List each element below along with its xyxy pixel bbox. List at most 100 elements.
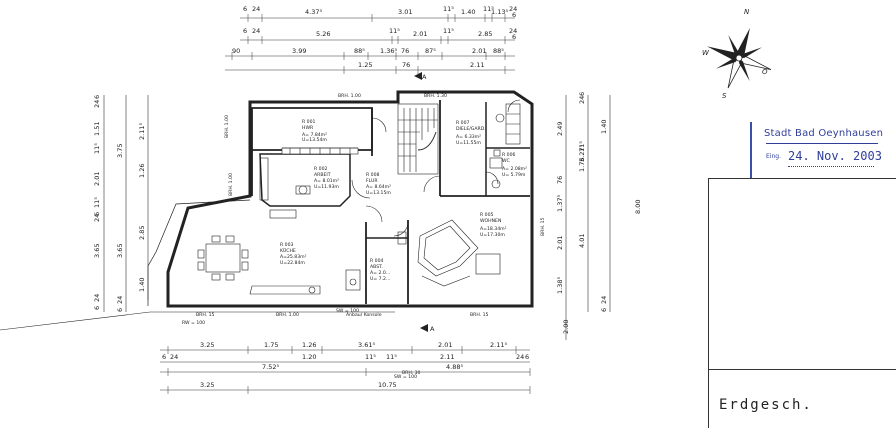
svg-text:A: A bbox=[422, 73, 427, 81]
svg-text:2.11⁵: 2.11⁵ bbox=[490, 341, 507, 349]
dim-label: 3.99 bbox=[292, 47, 306, 55]
svg-text:4.01: 4.01 bbox=[578, 234, 586, 248]
floor-label: Erdgesch. bbox=[719, 397, 813, 413]
furniture bbox=[197, 103, 521, 295]
svg-text:1.26: 1.26 bbox=[302, 341, 316, 349]
compass-label-w: W bbox=[702, 49, 710, 57]
svg-text:SW = 100: SW = 100 bbox=[394, 374, 417, 380]
svg-text:1.38⁵: 1.38⁵ bbox=[556, 277, 564, 294]
bottom-dimension-labels: 3.25 1.75 1.26 3.61⁵ 2.01 2.11⁵ 6 24 1.2… bbox=[162, 341, 529, 389]
stamp-eing-label: Eing. bbox=[766, 153, 781, 160]
dim-label: 2.85 bbox=[478, 30, 492, 38]
section-marker-top: A bbox=[414, 72, 427, 81]
svg-text:3.65: 3.65 bbox=[116, 244, 124, 258]
room-hwr: R 001 HWR A= 7.84m² U=13.54m bbox=[302, 119, 327, 143]
dim-label: 11⁵ bbox=[389, 27, 400, 35]
svg-text:Anbau/ Konsole: Anbau/ Konsole bbox=[346, 312, 382, 318]
svg-text:6: 6 bbox=[162, 353, 166, 361]
svg-text:8.00: 8.00 bbox=[634, 200, 642, 214]
svg-text:R 006: R 006 bbox=[502, 152, 515, 158]
svg-text:R 007: R 007 bbox=[456, 120, 469, 126]
svg-text:A=18.34m²: A=18.34m² bbox=[480, 226, 507, 232]
svg-text:2.11⁵: 2.11⁵ bbox=[138, 123, 146, 140]
svg-text:U=13.54m: U=13.54m bbox=[302, 137, 327, 143]
dim-label: 5.26 bbox=[316, 30, 330, 38]
title-block-divider bbox=[709, 369, 896, 370]
svg-text:3.27⁵: 3.27⁵ bbox=[578, 145, 586, 162]
dim-label: 24 bbox=[252, 27, 260, 35]
svg-text:6: 6 bbox=[578, 92, 586, 96]
title-block: Erdgesch. bbox=[708, 178, 896, 428]
dim-label: 6 bbox=[512, 11, 516, 19]
svg-text:1.75: 1.75 bbox=[264, 341, 278, 349]
right-dimension-labels: 24 6 2.49 11⁵ 1.76 76 1.37⁵ 2.01 1.38⁵ 2… bbox=[556, 92, 642, 334]
svg-text:24: 24 bbox=[600, 296, 608, 304]
dim-label: 3.01 bbox=[398, 8, 412, 16]
dim-label: 2.01 bbox=[472, 47, 486, 55]
dim-label: 1.40 bbox=[461, 8, 475, 16]
svg-text:SW = 100: SW = 100 bbox=[336, 308, 359, 314]
svg-text:R 005: R 005 bbox=[480, 212, 493, 218]
svg-text:A= 6.33m²: A= 6.33m² bbox=[456, 134, 481, 140]
left-dimension-chains bbox=[103, 95, 149, 312]
svg-text:1.40: 1.40 bbox=[600, 120, 608, 134]
room-kueche: R 003 KÜCHE A=25.83m² U=22.84m bbox=[280, 242, 307, 266]
svg-text:3.65: 3.65 bbox=[93, 244, 101, 258]
svg-text:BRH. 1.30: BRH. 1.30 bbox=[424, 93, 447, 99]
bottom-dimension-chains bbox=[160, 346, 531, 394]
compass-label-n: N bbox=[744, 8, 750, 16]
svg-text:BRH. 30: BRH. 30 bbox=[402, 370, 421, 376]
svg-text:6: 6 bbox=[93, 95, 101, 99]
compass-label-s: S bbox=[722, 92, 727, 100]
dim-label: 24 bbox=[509, 27, 517, 35]
svg-text:24: 24 bbox=[93, 100, 101, 108]
dim-label: 11⁵ bbox=[443, 27, 454, 35]
svg-text:U=22.84m: U=22.84m bbox=[280, 260, 305, 266]
svg-text:10.75: 10.75 bbox=[378, 381, 397, 389]
svg-text:24: 24 bbox=[93, 294, 101, 302]
svg-text:6: 6 bbox=[93, 306, 101, 310]
compass-label-o: O bbox=[762, 68, 768, 76]
parapet-labels: BRH. 1.00 BRH. 1.30 BRH. 1.00 BRH. 1.00 … bbox=[182, 93, 546, 380]
dim-label: 24 bbox=[252, 5, 260, 13]
dim-label: 2.01 bbox=[413, 30, 427, 38]
stamp-office-name: Stadt Bad Oeynhausen bbox=[764, 128, 884, 139]
svg-text:6: 6 bbox=[93, 212, 101, 216]
svg-text:24: 24 bbox=[93, 214, 101, 222]
svg-text:WC: WC bbox=[502, 158, 510, 164]
dim-label: 11⁵ bbox=[443, 5, 454, 13]
north-arrow-icon bbox=[707, 27, 772, 89]
svg-text:ABST.: ABST. bbox=[370, 264, 383, 270]
svg-text:11⁵: 11⁵ bbox=[386, 353, 397, 361]
svg-text:1.20: 1.20 bbox=[302, 353, 316, 361]
room-labels: R 001 HWR A= 7.84m² U=13.54m R 002 ARBEI… bbox=[280, 119, 527, 282]
building-walls bbox=[0, 90, 534, 331]
svg-text:BRH. 15: BRH. 15 bbox=[540, 217, 546, 236]
right-dimension-chains bbox=[565, 95, 611, 340]
svg-text:R 001: R 001 bbox=[302, 119, 315, 125]
svg-text:R 008: R 008 bbox=[366, 172, 379, 178]
svg-text:A: A bbox=[430, 325, 435, 333]
room-arbeit: R 002 ARBEIT A= 8.01m² U=11.93m bbox=[314, 166, 339, 190]
dim-label: 6 bbox=[512, 33, 516, 41]
left-dimension-labels: 24 6 1.51 11⁵ 2.01 11⁵ 24 6 3.65 24 6 2.… bbox=[93, 95, 146, 312]
svg-text:FLUR: FLUR bbox=[366, 178, 378, 184]
svg-text:3.75: 3.75 bbox=[116, 144, 124, 158]
svg-text:11⁵: 11⁵ bbox=[93, 143, 101, 154]
svg-text:R 003: R 003 bbox=[280, 242, 293, 248]
svg-text:A= 8.64m²: A= 8.64m² bbox=[366, 184, 391, 190]
room-flur: R 008 FLUR A= 8.64m² U=13.15m bbox=[366, 172, 391, 196]
svg-text:A= 2.0…: A= 2.0… bbox=[370, 270, 391, 276]
door-swings bbox=[351, 99, 521, 237]
svg-text:4.88⁵: 4.88⁵ bbox=[446, 363, 463, 371]
staircase bbox=[397, 103, 439, 175]
svg-text:7.52⁵: 7.52⁵ bbox=[262, 363, 279, 371]
svg-text:BRH. 1.00: BRH. 1.00 bbox=[276, 312, 299, 318]
svg-text:6: 6 bbox=[600, 308, 608, 312]
dim-label: 1.13⁵ bbox=[491, 8, 508, 16]
svg-text:R 004: R 004 bbox=[370, 258, 383, 264]
svg-text:2.49: 2.49 bbox=[556, 122, 564, 136]
svg-text:BRH. 1.00: BRH. 1.00 bbox=[338, 93, 361, 99]
svg-text:2.01: 2.01 bbox=[93, 172, 101, 186]
